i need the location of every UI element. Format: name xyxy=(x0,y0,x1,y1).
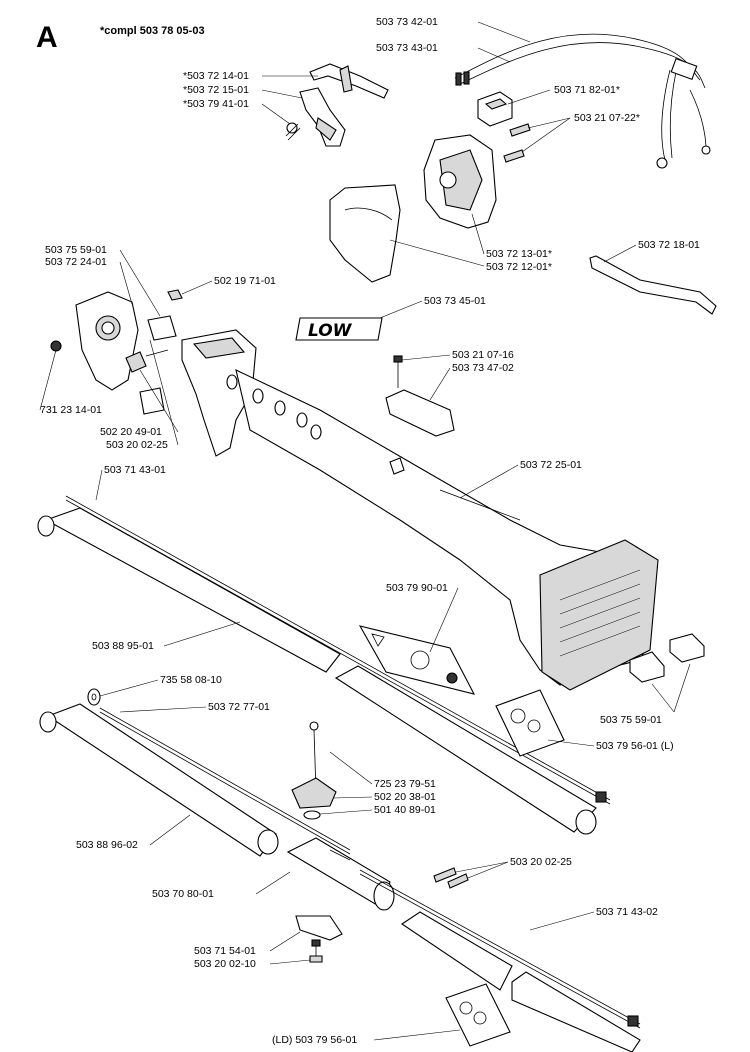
shaft-housing-drawing xyxy=(181,329,659,691)
callout-label: 501 40 89-01 xyxy=(374,804,436,816)
callout-label: 503 79 56-01 (L) xyxy=(596,740,674,752)
bracket-drawing xyxy=(295,915,343,963)
callout-label: *503 72 15-01 xyxy=(183,84,249,96)
callout-label: 502 20 49-01 xyxy=(100,426,162,438)
warning-decal-drawing xyxy=(358,625,476,695)
upper-tube-drawing xyxy=(37,495,611,835)
callout-label: 503 70 80-01 xyxy=(152,888,214,900)
section-letter: A xyxy=(36,21,58,54)
callout-label: 731 23 14-01 xyxy=(40,404,102,416)
callout-label: 503 75 59-01 xyxy=(45,244,107,256)
low-decal-drawing: LOW xyxy=(295,317,383,341)
callout-label: 503 20 02-10 xyxy=(194,958,256,970)
callout-label: 503 88 96-02 xyxy=(76,839,138,851)
callout-label: 503 21 07-16 xyxy=(452,349,514,361)
callout-label: 502 19 71-01 xyxy=(214,275,276,287)
assembly-note: *compl 503 78 05-03 xyxy=(100,25,205,37)
callout-label: 503 88 95-01 xyxy=(92,640,154,652)
bottom-tube-drawing xyxy=(359,869,641,1052)
callout-label: 503 72 77-01 xyxy=(208,701,270,713)
callout-label: 725 23 79-51 xyxy=(374,778,436,790)
switch-drawing xyxy=(477,91,513,127)
callout-label: 503 20 02-25 xyxy=(106,439,168,451)
callout-label: 735 58 08-10 xyxy=(160,674,222,686)
callout-label: 503 73 43-01 xyxy=(376,42,438,54)
callout-label: 503 73 42-01 xyxy=(376,16,438,28)
callout-label: 503 79 90-01 xyxy=(386,582,448,594)
grip-caps-drawing xyxy=(629,633,705,683)
callout-label: 503 71 43-02 xyxy=(596,906,658,918)
callout-label: 503 71 82-01* xyxy=(554,84,620,96)
callout-label: 503 75 59-01 xyxy=(600,714,662,726)
handle-housing-drawing xyxy=(329,134,497,283)
callout-label: 503 72 13-01* xyxy=(486,248,552,260)
handle-bracket-drawing xyxy=(50,289,183,415)
callout-label: 503 72 24-01 xyxy=(45,256,107,268)
coupling-drawing xyxy=(286,837,395,911)
callout-label: 503 72 12-01* xyxy=(486,261,552,273)
callout-label: *503 72 14-01 xyxy=(183,70,249,82)
shaft-clamp-drawing xyxy=(385,355,455,437)
decal-l-drawing xyxy=(495,689,565,757)
callout-label: 503 20 02-25 xyxy=(510,856,572,868)
screws-drawing xyxy=(503,123,531,163)
callout-label: (LD) 503 79 56-01 xyxy=(272,1034,357,1046)
lower-tube-drawing xyxy=(39,703,351,857)
callout-label: 502 20 38-01 xyxy=(374,791,436,803)
callout-label: *503 79 41-01 xyxy=(183,98,249,110)
callout-label: 503 71 43-01 xyxy=(104,464,166,476)
decal-ld-drawing xyxy=(445,983,511,1047)
callout-label: 503 72 25-01 xyxy=(520,459,582,471)
callout-label: 503 73 47-02 xyxy=(452,362,514,374)
strap-drawing xyxy=(589,255,717,315)
washer-drawing xyxy=(87,688,101,706)
wire-harness-drawing xyxy=(454,33,711,169)
throttle-trigger-drawing xyxy=(285,63,389,147)
callout-label: 503 72 18-01 xyxy=(638,239,700,251)
callout-label: 503 73 45-01 xyxy=(424,295,486,307)
coupling-screws-drawing xyxy=(433,867,469,889)
leader-lines xyxy=(39,21,691,1041)
low-decal-text: LOW xyxy=(308,321,353,341)
knob-assembly-drawing xyxy=(291,721,337,820)
callout-label: 503 21 07-22* xyxy=(574,112,640,124)
callout-labels: 503 73 42-01 503 73 43-01 *503 72 14-01 … xyxy=(40,16,700,1046)
callout-label: 503 71 54-01 xyxy=(194,945,256,957)
